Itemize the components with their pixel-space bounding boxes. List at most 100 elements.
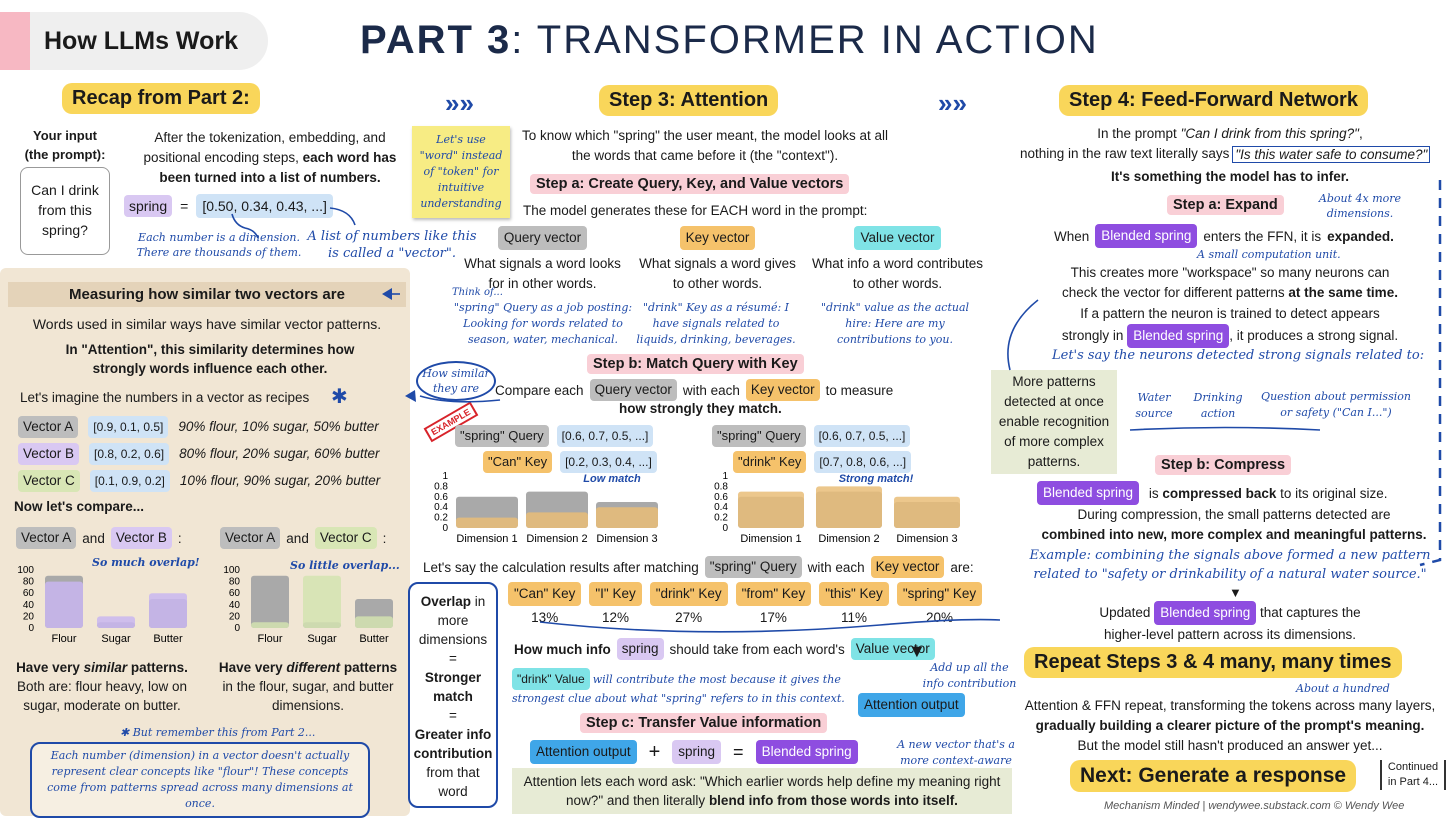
step-a-sub: The model generates these for EACH word … [523,203,868,218]
step-b-heading: Step b: Match Query with Key [587,354,804,374]
key-percent: 27% [675,610,703,625]
category-label: Flour [51,633,76,645]
tick-label: 0.6 [714,492,728,503]
key-percent: 20% [925,610,954,625]
example-strong: "spring" Query[0.6, 0.7, 0.5, ...] [712,425,911,447]
key-percent: 12% [602,610,630,625]
how-similar-note: How similar they are [416,361,496,401]
tick-label: 60 [229,588,241,599]
value-note: "drink" value as the actual hire: Here a… [820,301,970,346]
recipe-row: Vector C[0.1, 0.9, 0.2]10% flour, 90% su… [18,467,408,494]
key-chip: "drink" Key [649,582,728,606]
bar [251,622,289,628]
key-chip: "spring" Key [896,582,983,606]
bar [456,517,518,528]
signal-question: Question about permission or safety ("Ca… [1261,390,1411,419]
category-label: Butter [153,633,183,645]
remember-note: ✱ But remember this from Part 2... [120,726,316,739]
note-vector: A list of numbers like this is called a … [307,229,477,261]
bar [596,507,658,528]
key-col: Key vector What signals a word gives to … [635,226,800,294]
key-note: "drink" Key as a résumé: I have signals … [636,301,796,346]
key-chip: "from" Key [735,582,812,606]
x4-note: About 4x more dimensions. [1318,192,1402,220]
tick-label: 0 [722,523,728,534]
updated-text: Updated Blended spring that captures the… [1030,601,1430,645]
category-label: Dimension 1 [456,533,517,545]
key-chip: "I" Key [589,582,642,606]
key-score: "I" Key 12% [589,582,642,625]
tick-label: 0.8 [714,481,728,492]
footer: Mechanism Minded | wendywee.substack.com… [1104,800,1405,812]
input-label: Your input (the prompt): [24,128,106,162]
category-label: Dimension 2 [526,533,587,545]
ffn-line1: In the prompt "Can I drink from this spr… [1097,126,1363,141]
category-label: Sugar [307,633,337,645]
title-rest: : TRANSFORMER IN ACTION [511,18,1099,62]
unit-note: A small computation unit. [1197,248,1341,261]
ffn-line2: nothing in the raw text literally says"I… [1020,146,1431,163]
ffn-heading: Step 4: Feed-Forward Network [1059,85,1368,116]
brand-label: How LLMs Work [30,12,268,70]
key-score: "this" Key 11% [819,582,889,625]
attention-output: Attention output [858,693,965,717]
note-dimension: Each number is a dimension. There are th… [136,231,302,259]
workspace-text: This creates more "workspace" so many ne… [1062,265,1398,300]
chevron-right-icon: »» [445,88,474,118]
query-col: Query vector What signals a word looks f… [455,226,630,294]
vector-example: spring=[0.50, 0.34, 0.43, ...] [124,194,333,218]
recipe-row: Vector A[0.9, 0.1, 0.5]90% flour, 10% su… [18,413,408,440]
tick-label: 0.2 [714,513,728,524]
bar [97,616,135,628]
footnote-box: Each number (dimension) in a vector does… [30,742,370,818]
summary-similar: Have very similar patterns.Both are: flo… [16,660,188,713]
ffn-step-a: Step a: Expand [1167,195,1284,215]
tick-label: 80 [229,577,241,588]
key-percent: 11% [840,610,868,625]
repeat-heading: Repeat Steps 3 & 4 many, many times [1024,647,1402,678]
word-chip: spring [124,195,173,217]
bar [816,486,882,528]
compress-text: During compression, the small patterns d… [1041,507,1427,542]
tick-label: 0.2 [434,513,448,524]
example-low: "spring" Query[0.6, 0.7, 0.5, ...] [455,425,654,447]
bar [355,616,393,628]
prompt-box: Can I drink from this spring? [20,167,110,255]
sim-line3: Let's imagine the numbers in a vector as… [20,390,310,405]
bar [738,491,804,528]
signal-water: Water source [1135,391,1173,420]
example-low-key: "Can" Key[0.2, 0.3, 0.4, ...] [483,451,657,473]
tick-label: 0.4 [434,502,448,513]
category-label: Dimension 3 [596,533,657,545]
arrow-down-icon: ▼ [908,641,926,661]
step-c-heading: Step c: Transfer Value information [580,713,828,733]
patterns-sticky: More patterns detected at once enable re… [991,370,1117,474]
continued-note: Continued in Part 4... [1380,760,1446,790]
category-label: Dimension 1 [740,533,801,545]
overlap1: So much overlap! [92,556,200,569]
sim-line1: Words used in similar ways have similar … [32,316,382,332]
key-score: "drink" Key 27% [649,582,728,625]
chart-title: Low match [583,473,641,485]
calc-line: Let's say the calculation results after … [423,556,974,578]
bar [303,575,341,628]
example-strong-key: "drink" Key[0.7, 0.8, 0.6, ...] [733,451,912,473]
value-col: Value vector What info a word contribute… [805,226,990,294]
next-heading: Next: Generate a response [1070,760,1357,792]
key-chip: "this" Key [819,582,889,606]
tick-label: 20 [229,611,241,622]
tick-label: 20 [23,611,35,622]
category-label: Butter [359,633,389,645]
tick-label: 80 [23,577,35,588]
arrow-vector-note [329,207,356,226]
chevron-right-icon: »» [938,88,967,118]
